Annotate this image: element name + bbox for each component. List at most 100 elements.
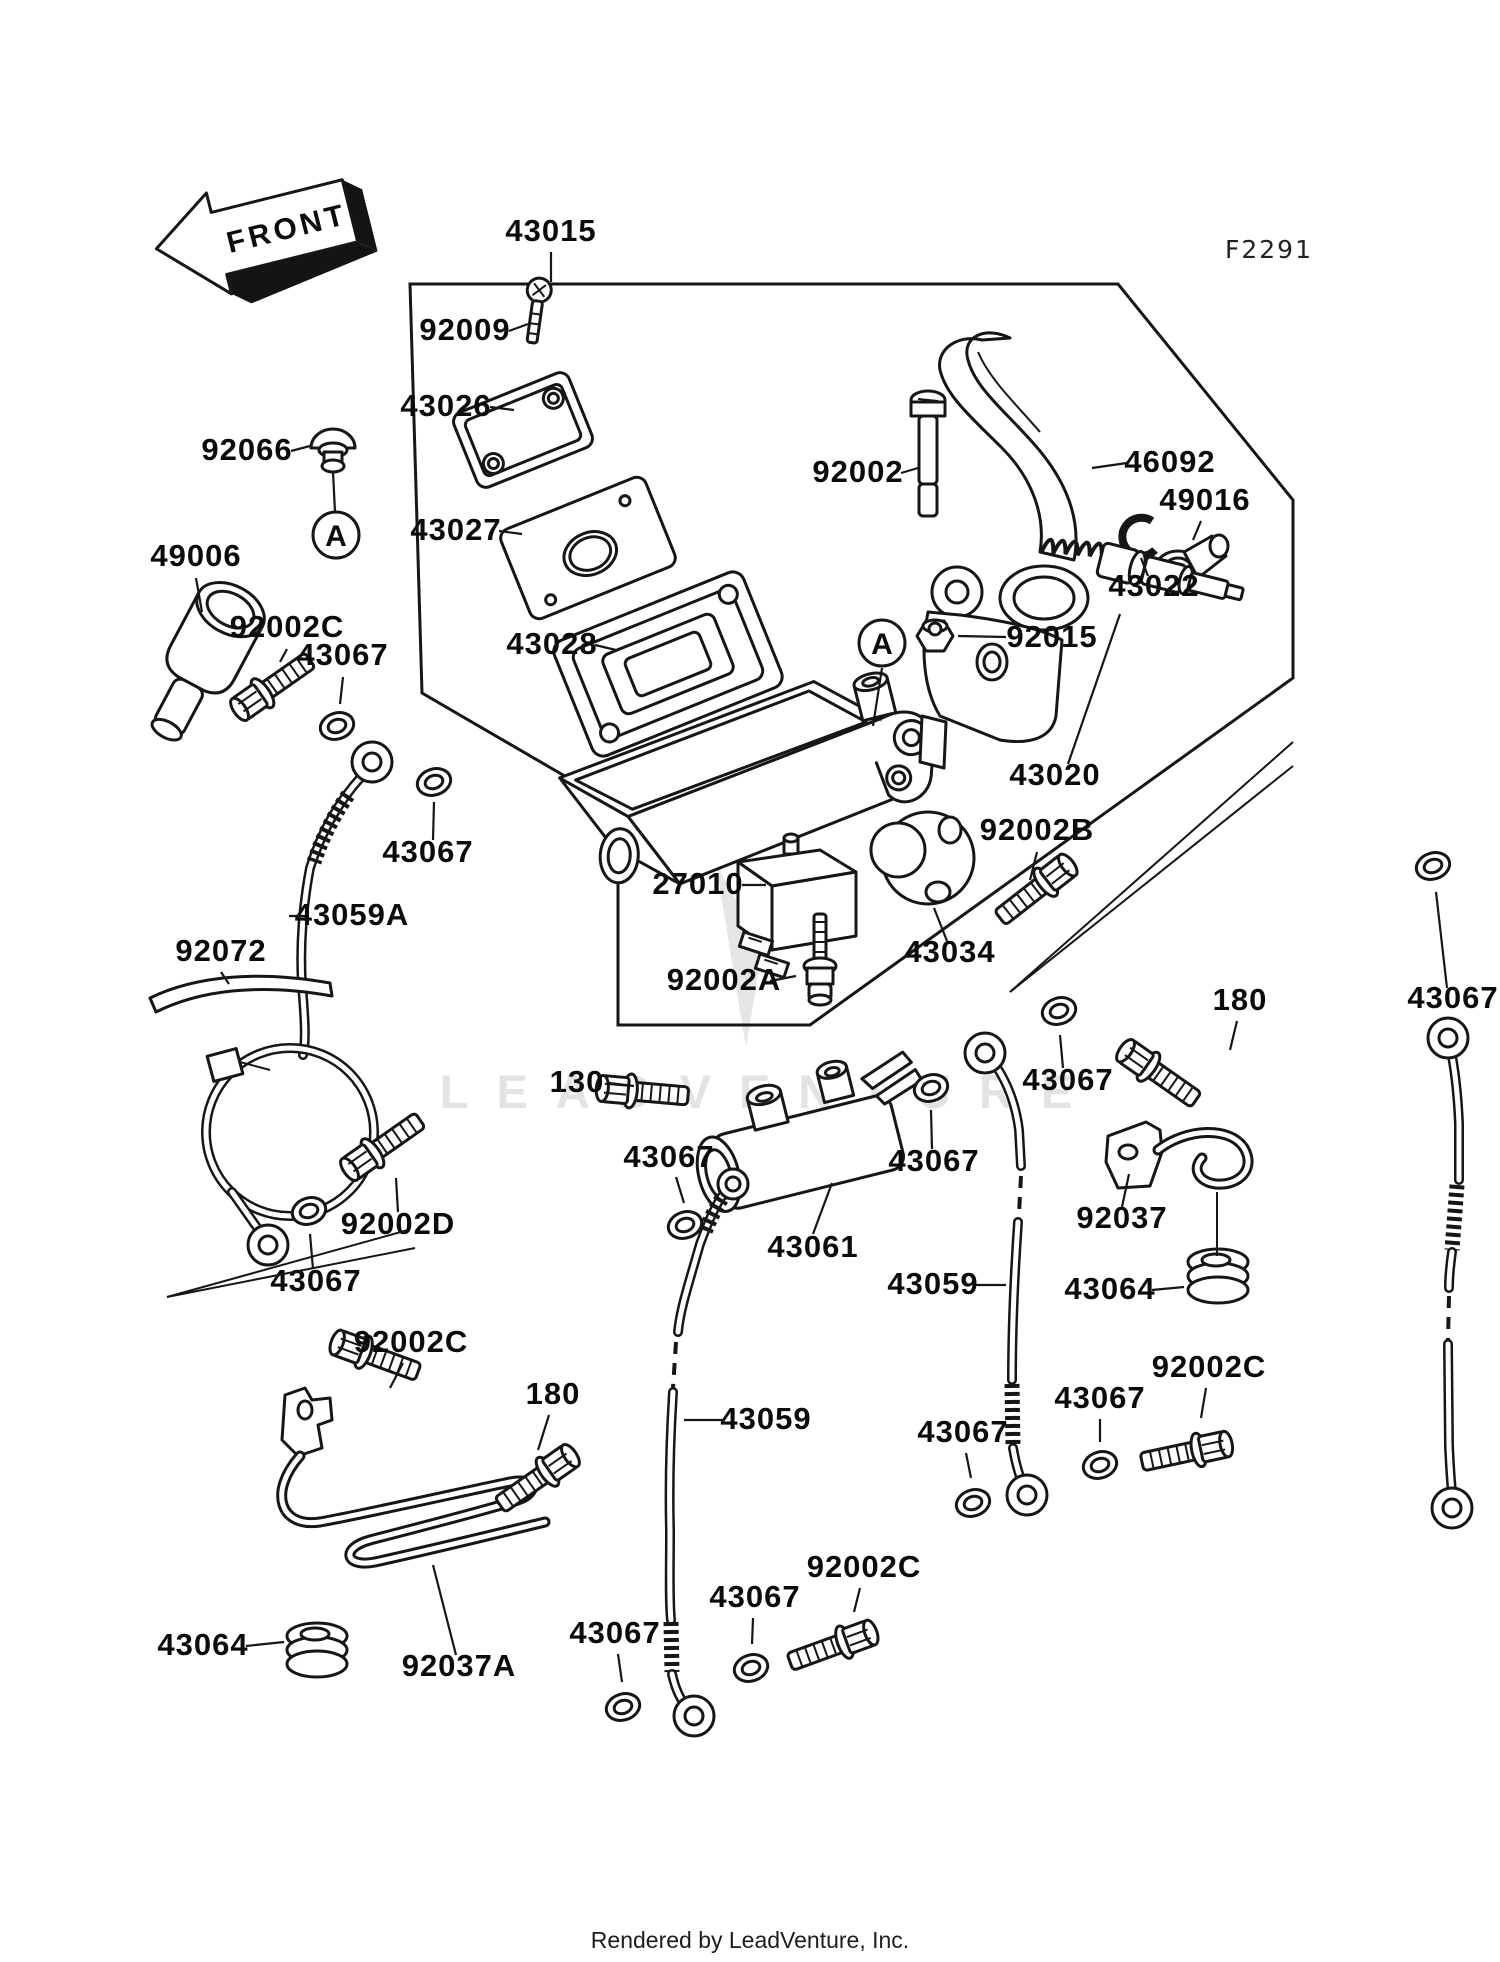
locknut-92015 [915, 618, 955, 653]
leader-line [1434, 891, 1449, 989]
washer-43067 [601, 1687, 645, 1727]
washer-43067 [1411, 846, 1455, 886]
leader-line [394, 1177, 400, 1213]
leader-line [389, 1362, 404, 1389]
part-label-46092: 46092 [1124, 444, 1215, 479]
leader-line [608, 1081, 635, 1088]
leader-line [594, 643, 617, 652]
part-label-92002C: 92002C [807, 1549, 922, 1584]
part-label-49006: 49006 [150, 538, 241, 573]
leader-line [1191, 520, 1203, 541]
part-label-43067: 43067 [623, 1139, 714, 1174]
leader-line [1009, 741, 1294, 993]
diaphragm-43028 [552, 570, 784, 758]
part-label-43064: 43064 [157, 1627, 248, 1662]
leader-line [1058, 1034, 1065, 1069]
washer-43067 [729, 1648, 773, 1688]
gasket-plate-43027 [499, 475, 677, 621]
leader-line [852, 1587, 862, 1613]
leader-line [489, 405, 515, 412]
leader-line [1028, 851, 1039, 881]
leader-line [1151, 1285, 1185, 1292]
part-label-92002B: 92002B [980, 812, 1095, 847]
part-label-43067: 43067 [1022, 1062, 1113, 1097]
front-arrow: FRONT [154, 178, 378, 304]
part-label-43067: 43067 [382, 834, 473, 869]
bolt-92002c-4 [1136, 1424, 1238, 1481]
leader-line [431, 801, 436, 841]
leader-line [1228, 1020, 1239, 1051]
part-label-43028: 43028 [506, 626, 597, 661]
leader-line [1199, 1387, 1208, 1419]
hose-clamp-92037 [1104, 1120, 1254, 1190]
leader-line [290, 444, 311, 453]
part-label-92015: 92015 [1006, 619, 1097, 654]
brake-hose-right-edge [1426, 1016, 1474, 1530]
leader-line [616, 1653, 624, 1683]
leader-line [308, 1233, 315, 1270]
leader-line [964, 1452, 973, 1479]
leader-line [932, 907, 949, 942]
part-label-43020: 43020 [1009, 757, 1100, 792]
part-label-43059: 43059 [887, 1266, 978, 1301]
brake-lever-46092 [918, 331, 1090, 770]
leader-line [769, 974, 797, 983]
leader-line [331, 471, 337, 513]
washer-43067 [1037, 991, 1081, 1031]
leader-line [957, 634, 1007, 639]
leader-line [536, 1414, 551, 1451]
part-label-43067: 43067 [1407, 980, 1498, 1015]
leader-line [1091, 461, 1128, 470]
part-label-43059A: 43059A [295, 897, 410, 932]
leader-line [166, 1247, 416, 1298]
part-label-27010: 27010 [652, 866, 743, 901]
reference-marker-circle [311, 510, 361, 560]
part-label-43022: 43022 [1108, 568, 1199, 603]
part-label-92002: 92002 [812, 454, 903, 489]
leader-line [166, 1229, 409, 1298]
reservoir-cover-43026 [452, 371, 594, 489]
part-label-43067: 43067 [270, 1263, 361, 1298]
washer-43067 [1078, 1445, 1122, 1485]
part-label-43067: 43067 [1054, 1380, 1145, 1415]
leader-line [431, 1564, 458, 1656]
washer-43067 [412, 762, 456, 802]
pivot-screw-92002 [909, 389, 947, 518]
bolt-180-right [1109, 1031, 1208, 1116]
leader-line [498, 529, 523, 536]
damper-43064-right [1186, 1247, 1250, 1305]
part-label-43067: 43067 [888, 1143, 979, 1178]
part-label-43059: 43059 [720, 1401, 811, 1436]
handlebar-clamp-43034 [869, 810, 976, 906]
part-label-92002C: 92002C [230, 609, 345, 644]
part-label-92002A: 92002A [667, 962, 782, 997]
part-label-92002D: 92002D [341, 1206, 456, 1241]
brake-hose-43059a [201, 740, 394, 1267]
band-92072 [148, 974, 334, 1014]
elbow-boot-49006 [150, 581, 266, 742]
part-label-92037: 92037 [1076, 1200, 1167, 1235]
reference-marker-A: A [325, 520, 347, 553]
part-label-43064: 43064 [1064, 1271, 1155, 1306]
bolt-92002b [988, 846, 1085, 933]
washer-43067 [315, 706, 359, 746]
leader-line [1066, 613, 1122, 765]
washer-43067 [951, 1483, 995, 1523]
leader-line [750, 1617, 755, 1645]
part-label-43034: 43034 [904, 934, 995, 969]
screw-92009 [525, 276, 553, 345]
bolt-92002d [333, 1104, 432, 1189]
leader-line [811, 1182, 834, 1235]
stud-92002a [802, 912, 838, 1007]
part-label-180: 180 [1213, 982, 1268, 1017]
piston-assembly-43020 [1039, 537, 1245, 602]
figure-code: F2291 [1225, 235, 1313, 264]
part-label-43067: 43067 [709, 1579, 800, 1614]
part-label-49016: 49016 [1159, 482, 1250, 517]
leader-line [1120, 1173, 1131, 1208]
leader-line [194, 577, 204, 613]
master-cylinder-body [558, 671, 936, 886]
reference-marker-circle [857, 618, 907, 668]
